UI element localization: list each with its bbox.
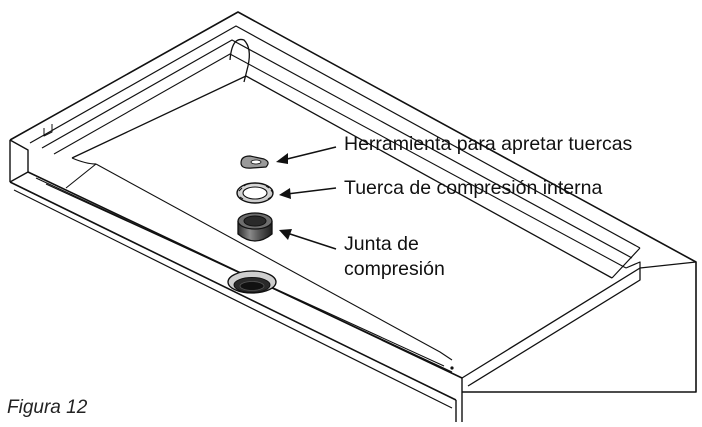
rear-wall-line-2 (41, 39, 633, 259)
compression-nut (236, 182, 274, 204)
threshold-bottom (13, 189, 453, 409)
shower-base (9, 11, 697, 422)
corner-post (229, 38, 250, 83)
tray-floor-back-edge (71, 75, 613, 279)
arrow-tool (282, 146, 337, 161)
threshold-line-4 (65, 163, 97, 189)
label-gasket-line-2: compresión (344, 258, 445, 280)
arrow-gasket (286, 232, 337, 250)
leader-arrows (276, 146, 337, 250)
left-small-notch (43, 124, 53, 137)
outer-rim (9, 11, 697, 393)
right-bottom-edge (468, 386, 696, 392)
nut-tool (240, 155, 269, 169)
rear-wall-line-1 (29, 25, 641, 249)
label-nut-tool: Herramienta para apretar tuercas (344, 133, 633, 155)
label-gasket-line-1: Junta de (344, 233, 419, 255)
rear-wall-line-3 (53, 53, 627, 269)
arrow-gasket-head (279, 229, 292, 240)
compression-gasket (237, 212, 273, 242)
floor-front-edge (95, 163, 453, 361)
arrow-nut (286, 187, 337, 195)
figure-caption: Figura 12 (7, 397, 88, 418)
arrow-tool-head (276, 153, 288, 164)
left-end-cap (9, 139, 29, 183)
tray-floor-left-edge (71, 157, 97, 165)
small-detail-mark (450, 366, 454, 370)
arrow-nut-head (279, 188, 291, 199)
right-end-face (455, 378, 463, 422)
threshold-front-face (9, 181, 457, 401)
right-flange (461, 267, 641, 387)
right-wall-lip (611, 247, 697, 279)
label-compression-nut: Tuerca de compresión interna (344, 177, 602, 199)
drain-opening (227, 270, 277, 294)
